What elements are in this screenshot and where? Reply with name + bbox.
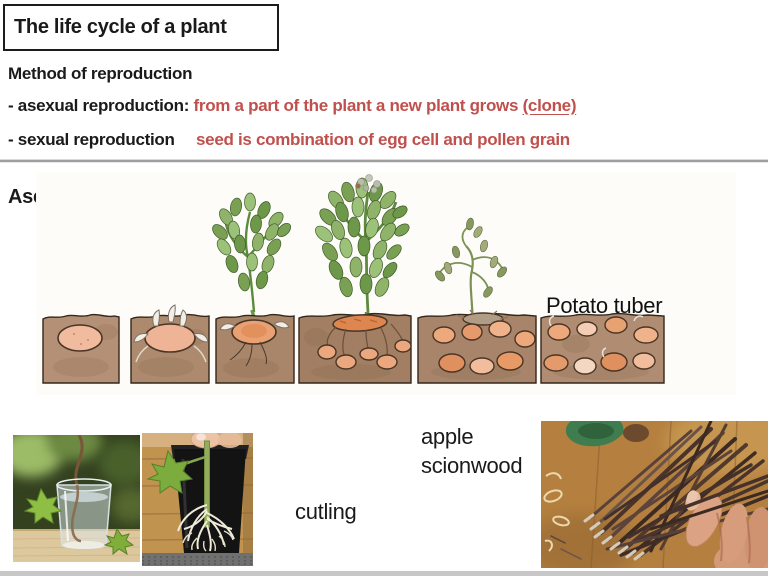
asexual-reproduction-line: - asexual reproduction: from a part of t… <box>8 96 576 116</box>
scionwood-label-line2: scionwood <box>421 453 523 478</box>
section-divider <box>0 159 768 163</box>
stage3-tuber <box>219 319 290 367</box>
cutting-water-photo <box>13 435 140 562</box>
stage4-tubers <box>317 314 412 370</box>
stage5-plant <box>435 217 507 325</box>
potato-cycle-illustration <box>36 172 736 395</box>
flower-buds <box>355 174 381 194</box>
bottom-bar <box>0 571 768 576</box>
stage4-plant <box>315 174 410 325</box>
potato-cycle-drawing <box>42 174 665 384</box>
sexual-reproduction-line: - sexual reproduction seed is combinatio… <box>8 130 570 150</box>
method-heading: Method of reproduction <box>8 64 193 83</box>
title-box: The life cycle of a plant <box>3 4 279 51</box>
rooted-cutting-photo <box>142 433 253 566</box>
scionwood-photo <box>541 421 768 568</box>
stage1-tuber <box>57 324 103 352</box>
sexual-label: - sexual reproduction <box>8 130 175 149</box>
slide-title: The life cycle of a plant <box>14 16 227 38</box>
clone-text: (clone) <box>522 96 577 115</box>
potato-tuber-label: Potato tuber <box>546 293 663 318</box>
asexual-label: - asexual reproduction: <box>8 96 190 115</box>
stage3-plant <box>212 192 292 325</box>
asexual-text: from a part of the plant a new plant gro… <box>193 96 523 115</box>
stage2-tuber <box>133 304 209 363</box>
scionwood-label-line1: apple <box>421 424 474 449</box>
stage6-tubers <box>543 315 659 375</box>
soil-shading <box>53 324 649 380</box>
sexual-text: seed is combination of egg cell and poll… <box>196 130 570 149</box>
cutling-label: cutling <box>295 499 357 524</box>
scionwood-label: apple scionwood <box>421 422 523 480</box>
stage5-tubers <box>432 309 536 375</box>
